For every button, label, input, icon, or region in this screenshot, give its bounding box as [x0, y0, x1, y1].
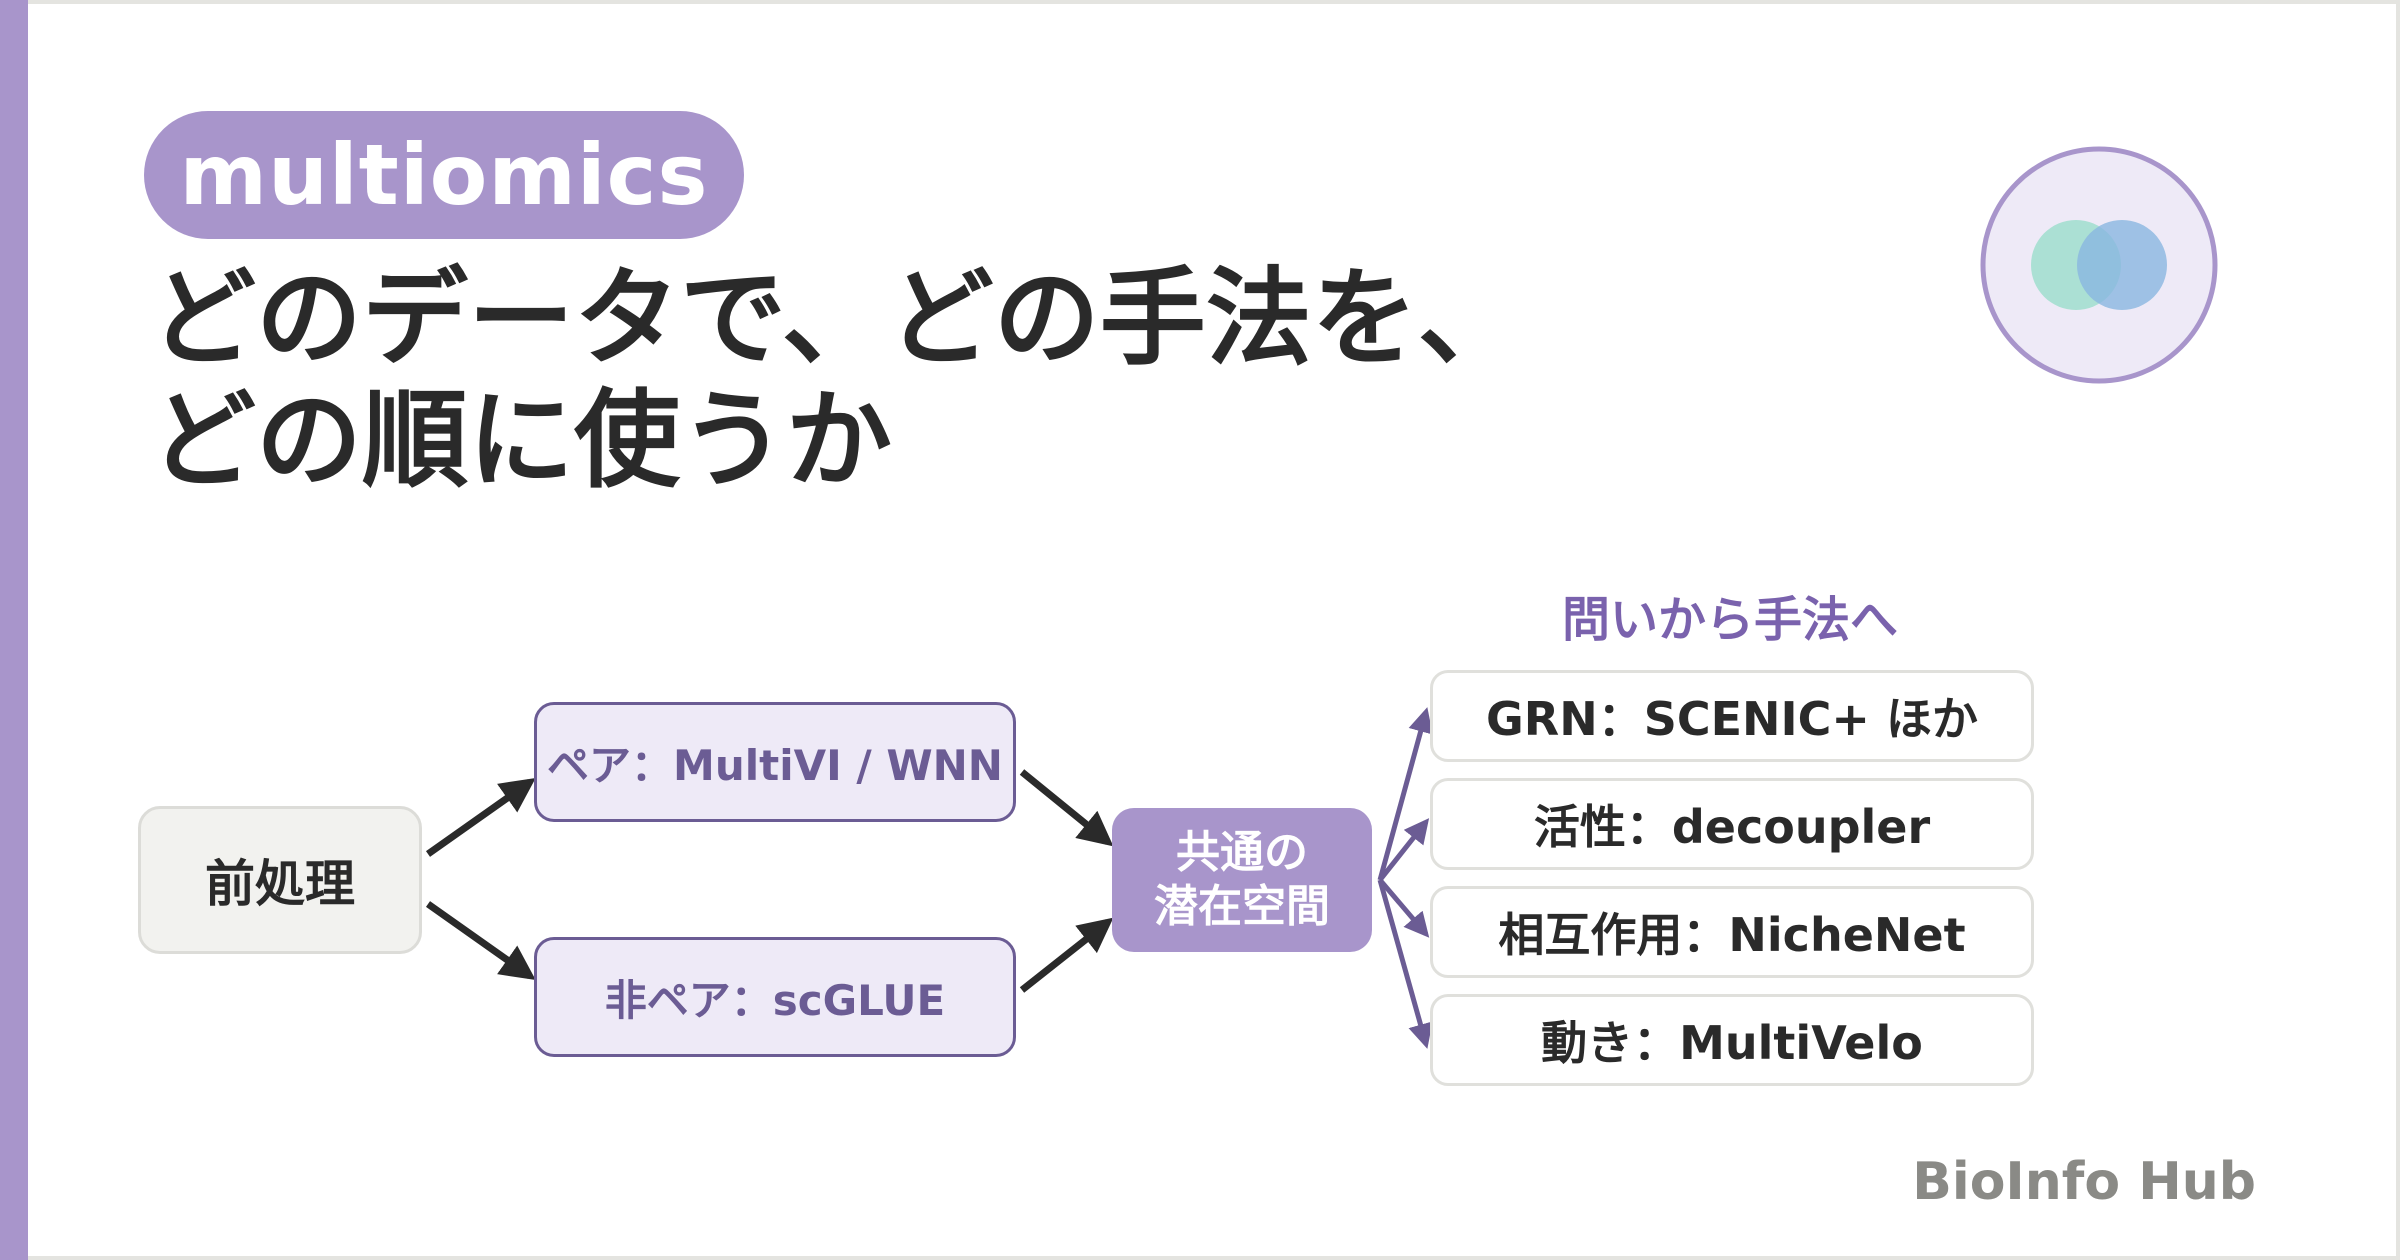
slide-title: どのデータで、どの手法を、 どの順に使うか	[150, 258, 1650, 502]
edge-latent-to-activity	[1378, 818, 1430, 882]
method-activity: 活性：decoupler	[1430, 778, 2034, 870]
method-interaction: 相互作用：NicheNet	[1430, 886, 2034, 978]
edge-unpaired-to-latent	[1019, 917, 1114, 993]
left-accent-bar	[0, 0, 28, 1260]
latent-label-line-2: 潜在空間	[1154, 881, 1330, 932]
title-line-1: どのデータで、どの手法を、	[150, 257, 1524, 380]
edge-preprocess-to-paired	[425, 777, 536, 857]
method-grn: GRN：SCENIC+ ほか	[1430, 670, 2034, 762]
method-velocity: 動き：MultiVelo	[1430, 994, 2034, 1086]
latent-label-line-1: 共通の	[1176, 827, 1308, 878]
brand-label: BioInfo Hub	[1912, 1152, 2256, 1212]
topic-tag: multiomics	[144, 111, 744, 239]
latent-space-node: 共通の 潜在空間	[1112, 808, 1372, 952]
methods-header: 問いから手法へ	[1561, 592, 1898, 648]
title-line-2: どの順に使うか	[150, 379, 892, 502]
paired-node: ペア：MultiVI / WNN	[534, 702, 1016, 822]
edge-latent-to-grn	[1377, 707, 1433, 881]
edge-latent-to-interaction	[1378, 878, 1430, 938]
unpaired-node: 非ペア：scGLUE	[534, 937, 1016, 1057]
preprocess-node: 前処理	[138, 806, 422, 954]
venn-icon	[1980, 146, 2218, 384]
edge-latent-to-velocity	[1377, 879, 1433, 1049]
edge-preprocess-to-unpaired	[425, 901, 536, 981]
edge-paired-to-latent	[1019, 769, 1114, 847]
